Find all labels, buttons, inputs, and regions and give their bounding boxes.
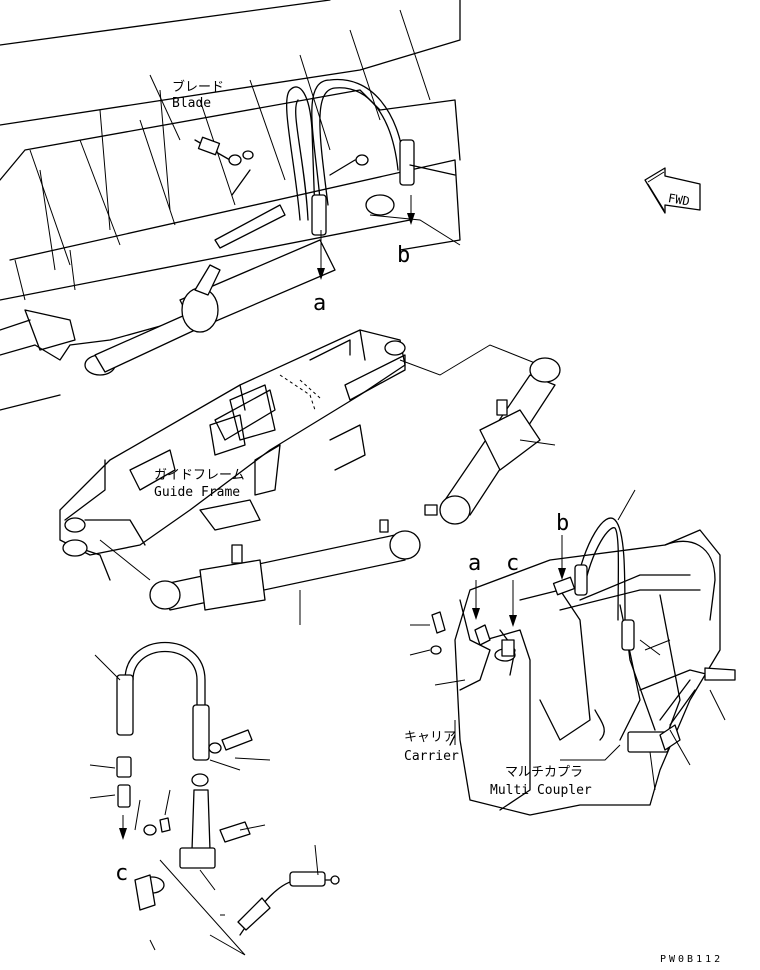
svg-text:ガイドフレーム: ガイドフレーム <box>154 468 245 483</box>
carrier-hoses <box>574 489 736 791</box>
lift-cylinder-upper <box>424 357 561 525</box>
callout-a-upper: a <box>313 230 326 316</box>
leader-frame <box>399 344 541 376</box>
guide-frame-label: ガイドフレーム Guide Frame <box>154 468 245 500</box>
leader-b <box>369 214 461 246</box>
svg-text:Blade: Blade <box>172 96 211 111</box>
blade-label: ブレード Blade <box>149 74 224 141</box>
carrier-bolt-washer <box>409 611 466 686</box>
callout-b-upper: b <box>397 195 415 268</box>
hose-detail <box>89 641 340 956</box>
drawing-code: PW0B112 <box>660 954 723 965</box>
guide-frame <box>59 329 406 581</box>
callout-b-right: b <box>556 511 569 580</box>
fwd-arrow-icon: FWD <box>644 167 701 214</box>
svg-text:b: b <box>556 511 569 536</box>
callout-c-lower: c <box>115 815 128 886</box>
svg-text:Carrier: Carrier <box>404 749 459 764</box>
svg-text:ブレード: ブレード <box>172 79 224 95</box>
callout-c-right: c <box>506 551 519 627</box>
svg-text:Multi Coupler: Multi Coupler <box>490 783 592 798</box>
multi-coupler-label: マルチカプラ Multi Coupler <box>490 744 621 798</box>
blade-hoses <box>194 78 456 249</box>
blade-tilt-cylinder <box>94 239 336 373</box>
svg-text:b: b <box>397 243 410 268</box>
carrier-label: キャリア Carrier <box>404 720 459 764</box>
callout-a-right: a <box>468 551 481 620</box>
svg-text:a: a <box>468 551 481 576</box>
svg-text:キャリア: キャリア <box>404 730 456 745</box>
lift-cylinder-lower <box>149 519 421 625</box>
svg-text:FWD: FWD <box>667 191 691 209</box>
svg-text:a: a <box>313 291 326 316</box>
svg-text:マルチカプラ: マルチカプラ <box>505 765 583 780</box>
svg-text:c: c <box>115 861 128 886</box>
svg-text:c: c <box>506 551 519 576</box>
svg-text:Guide Frame: Guide Frame <box>154 485 240 500</box>
